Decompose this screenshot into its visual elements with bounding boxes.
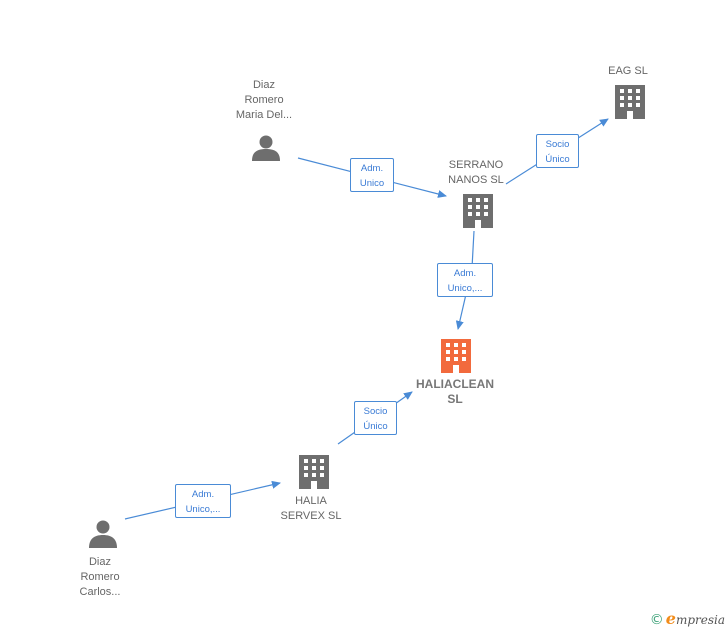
edge-label-serrano-haliaclean[interactable]: Adm. Unico,...	[437, 263, 493, 297]
edge-label-maria-serrano[interactable]: Adm. Unico	[350, 158, 394, 192]
brand-initial: e	[665, 609, 676, 628]
node-label-diaz-carlos[interactable]: Diaz Romero Carlos...	[79, 556, 121, 598]
node-label-diaz-maria[interactable]: Diaz Romero Maria Del...	[235, 79, 293, 121]
building-icon[interactable]	[463, 194, 493, 228]
person-icon[interactable]	[252, 135, 280, 162]
node-label-serrano[interactable]: SERRANO NANOS SL	[448, 159, 504, 186]
edge-label-serrano-eag[interactable]: Socio Único	[536, 134, 579, 168]
node-label-haliaclean[interactable]: HALIACLEAN SL	[416, 377, 494, 406]
building-icon[interactable]	[299, 455, 329, 489]
building-icon[interactable]	[615, 85, 645, 119]
node-label-halia-servex[interactable]: HALIA SERVEX SL	[280, 495, 342, 522]
edge-label-servex-haliaclean[interactable]: Socio Único	[354, 401, 397, 435]
edge-label-carlos-servex[interactable]: Adm. Unico,...	[175, 484, 231, 518]
brand-name: mpresia	[675, 613, 725, 627]
person-icon[interactable]	[89, 520, 117, 549]
building-icon[interactable]	[441, 339, 471, 373]
node-label-eag[interactable]: EAG SL	[608, 65, 648, 77]
brand-watermark: ©empresia	[650, 609, 725, 628]
copyright-icon: ©	[649, 612, 664, 628]
